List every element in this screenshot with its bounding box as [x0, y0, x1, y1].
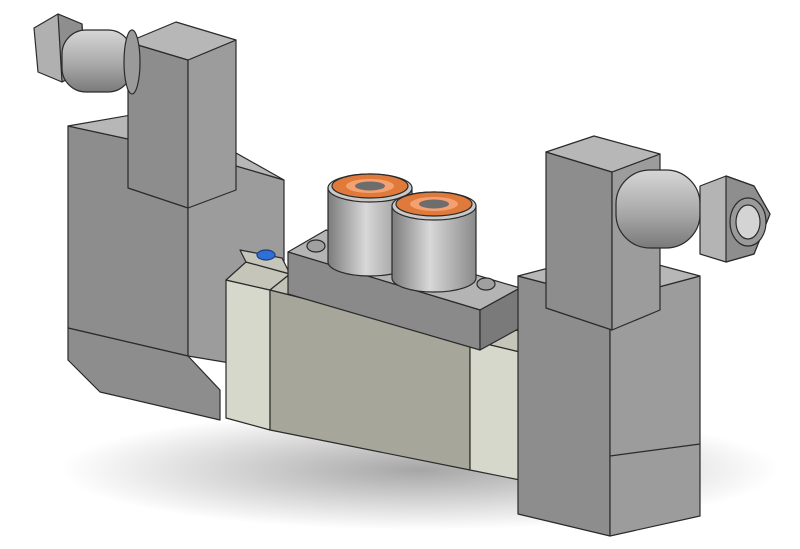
right-connector-housing-top — [545, 135, 661, 173]
right-solenoid — [517, 135, 771, 537]
port-fitting-right — [391, 191, 477, 293]
left-solenoid — [33, 13, 285, 421]
port-fitting-left — [327, 173, 413, 277]
left-gland-body — [61, 29, 133, 93]
left-connector-housing-side — [187, 39, 237, 209]
right-connector-housing-front — [545, 151, 613, 331]
left-endcap-front — [225, 279, 271, 431]
base-screw-left — [306, 239, 326, 253]
left-connector-housing-top — [127, 21, 237, 61]
manual-override-button — [256, 249, 276, 261]
right-endcap-front — [469, 339, 521, 481]
right-gland-body — [615, 169, 701, 249]
base-screw-right — [476, 277, 496, 291]
